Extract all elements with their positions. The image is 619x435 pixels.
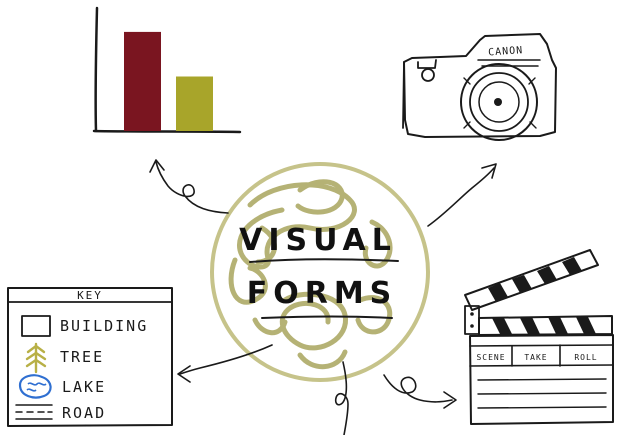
arrow-to-camera-head	[481, 163, 497, 179]
slate-line-2	[477, 392, 607, 395]
key-header: KEY	[77, 289, 103, 302]
arrow-to-chart	[155, 161, 229, 214]
chart-x-axis	[92, 129, 242, 134]
key-label-tree: TREE	[60, 348, 104, 366]
clapper-bar	[478, 315, 613, 336]
key-label-road: ROAD	[62, 404, 106, 422]
slate-line-3	[477, 406, 607, 409]
arrow-downward	[334, 361, 349, 435]
slate-top-line	[469, 344, 614, 347]
slate-line-1	[477, 378, 607, 381]
building-icon	[21, 315, 51, 337]
arrow-to-key	[179, 344, 273, 375]
lake-icon	[18, 374, 52, 399]
connector-arrows	[149, 159, 497, 435]
slate-body	[469, 334, 614, 425]
bar-chart	[92, 6, 242, 134]
clapper-stick-stripes	[488, 257, 582, 302]
slate-col-take: TAKE	[524, 353, 547, 362]
map-key: KEY BUILDING TREE LAKE ROAD	[7, 287, 173, 427]
camera-grip	[402, 61, 405, 129]
clapper-bar-stripes	[492, 317, 596, 334]
camera-lens-inner	[478, 81, 520, 123]
clapperboard: SCENE TAKE ROLL	[464, 249, 614, 425]
key-label-building: BUILDING	[60, 317, 148, 335]
key-label-lake: LAKE	[62, 378, 106, 396]
camera-flash	[417, 59, 437, 69]
arrow-to-chart-head	[149, 159, 165, 173]
arrow-to-camera	[427, 167, 495, 227]
arrow-to-clapperboard	[383, 374, 453, 403]
title-underline-2	[261, 315, 393, 319]
clapper-stick	[464, 249, 599, 311]
camera-lens-ticks	[463, 77, 537, 129]
globe-scribble	[228, 179, 393, 370]
camera-brand: CANON	[488, 45, 524, 58]
camera-sketch: CANON	[402, 33, 557, 141]
chart-bar-1	[124, 31, 161, 132]
chart-bar-2	[176, 76, 213, 131]
chart-bars	[124, 31, 213, 132]
road-icon	[15, 404, 53, 420]
globe-outline	[210, 162, 430, 382]
slate-column-bottom	[469, 364, 614, 367]
camera-lens-outer	[460, 63, 538, 141]
camera-dial	[421, 68, 435, 82]
globe: VISUAL FORMS	[210, 162, 430, 382]
arrow-to-key-head	[177, 365, 191, 383]
camera-lens-center	[494, 98, 502, 106]
camera-body	[403, 33, 557, 138]
key-frame	[7, 287, 173, 427]
title-underline-1	[249, 258, 399, 263]
arrow-to-clapperboard-head	[443, 391, 457, 409]
tree-icon	[25, 342, 47, 374]
slate-col-roll: ROLL	[574, 353, 597, 362]
chart-y-axis	[94, 6, 99, 133]
center-title-line1: VISUAL	[239, 223, 397, 258]
slate-column-dividers	[511, 344, 561, 367]
slate-col-scene: SCENE	[476, 353, 505, 362]
camera-lens-mid	[469, 72, 529, 132]
camera-prism-lines	[477, 59, 541, 67]
center-title-line2: FORMS	[247, 276, 398, 311]
